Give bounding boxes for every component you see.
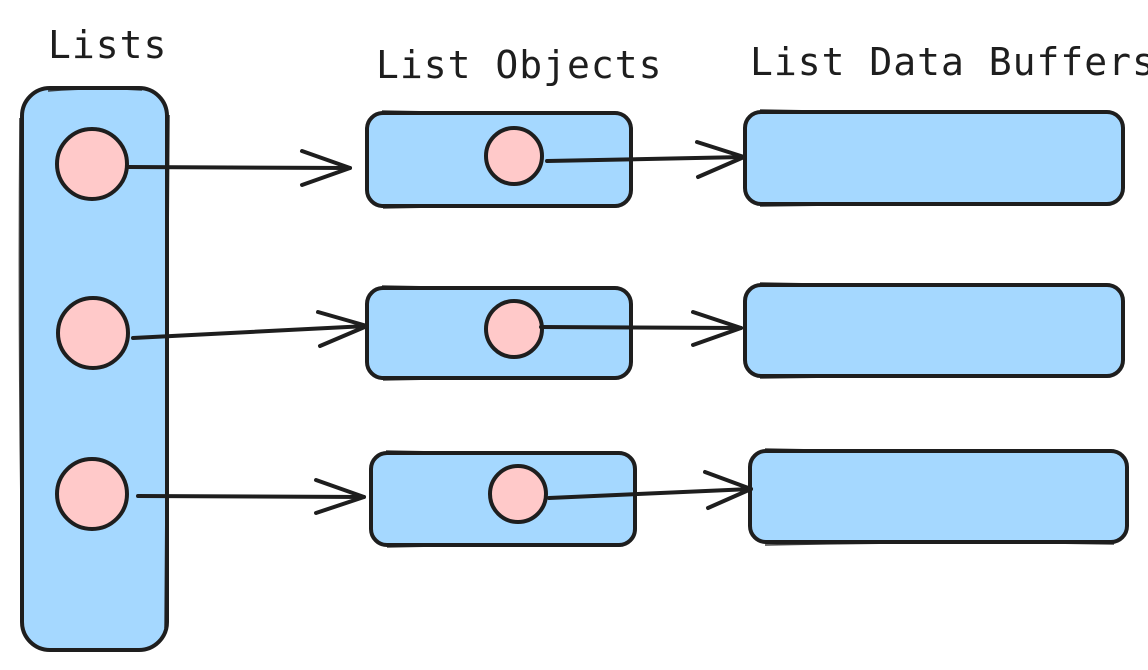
list-objects-label: List Objects: [376, 43, 663, 87]
arrow-object-to-buffer-3: [547, 470, 753, 510]
arrow-object-to-buffer-2: [539, 310, 743, 347]
list-data-buffer-1: [743, 109, 1125, 207]
list-pointer-dot-2: [56, 296, 130, 370]
list-data-buffers-label: List Data Buffers: [750, 40, 1148, 84]
list-pointer-dot-3: [55, 457, 129, 531]
arrow-list-to-object-1: [126, 149, 352, 187]
arrow-list-to-object-2: [131, 310, 369, 348]
lists-label: Lists: [48, 23, 167, 67]
list-pointer-dot-1: [55, 127, 129, 201]
object-pointer-dot-3: [488, 464, 548, 524]
list-data-buffer-3: [748, 448, 1129, 546]
object-pointer-dot-1: [484, 126, 544, 186]
object-pointer-dot-2: [484, 299, 544, 359]
arrow-object-to-buffer-1: [545, 140, 746, 179]
list-data-buffer-2: [743, 282, 1125, 379]
arrow-list-to-object-3: [136, 478, 366, 515]
